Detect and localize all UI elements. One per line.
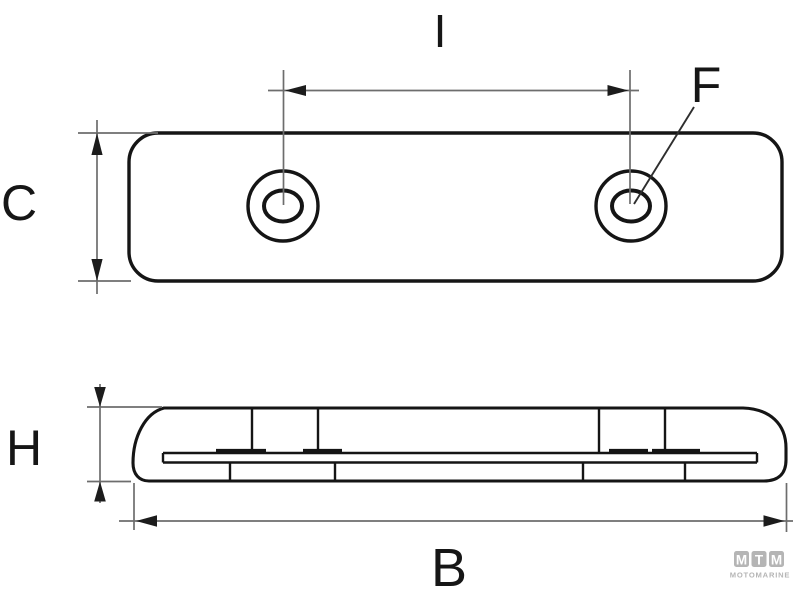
leader-line [633, 106, 695, 205]
dimension-overall-length: B [119, 483, 793, 598]
label-hole-diameter: F [691, 57, 722, 113]
arrowhead-up [91, 133, 103, 155]
arrowhead-left [136, 515, 157, 527]
arrowhead-left [285, 85, 306, 96]
logo-letter-m1: M [736, 553, 747, 568]
arrowhead-right [763, 515, 785, 527]
arrowhead-down [91, 259, 103, 281]
brand-logo: M T M MOTOMARINE [730, 551, 791, 580]
arrowhead-right [607, 85, 629, 96]
logo-tile [769, 551, 784, 567]
label-overall-length: B [431, 538, 467, 598]
arrowhead-up [94, 481, 106, 502]
label-hole-spacing: I [434, 5, 447, 57]
logo-wordmark: MOTOMARINE [730, 571, 791, 580]
right-hole-inner [610, 188, 652, 224]
dimension-profile-height: H [6, 384, 162, 503]
logo-letter-t: T [755, 553, 764, 568]
plate-outline [127, 131, 784, 283]
side-view [131, 406, 788, 483]
dimension-plate-width: C [1, 120, 158, 294]
label-profile-height: H [6, 420, 42, 476]
dimension-hole-spacing: I [268, 5, 639, 205]
logo-tile [734, 551, 749, 567]
dimension-hole-callout: F [633, 57, 722, 205]
logo-tile [751, 551, 767, 567]
arrowhead-down [94, 387, 106, 407]
logo-letter-m2: M [771, 553, 782, 568]
label-plate-width: C [1, 175, 37, 231]
right-hole-outer [594, 169, 668, 243]
top-view [127, 131, 784, 283]
profile-outline [131, 406, 788, 483]
